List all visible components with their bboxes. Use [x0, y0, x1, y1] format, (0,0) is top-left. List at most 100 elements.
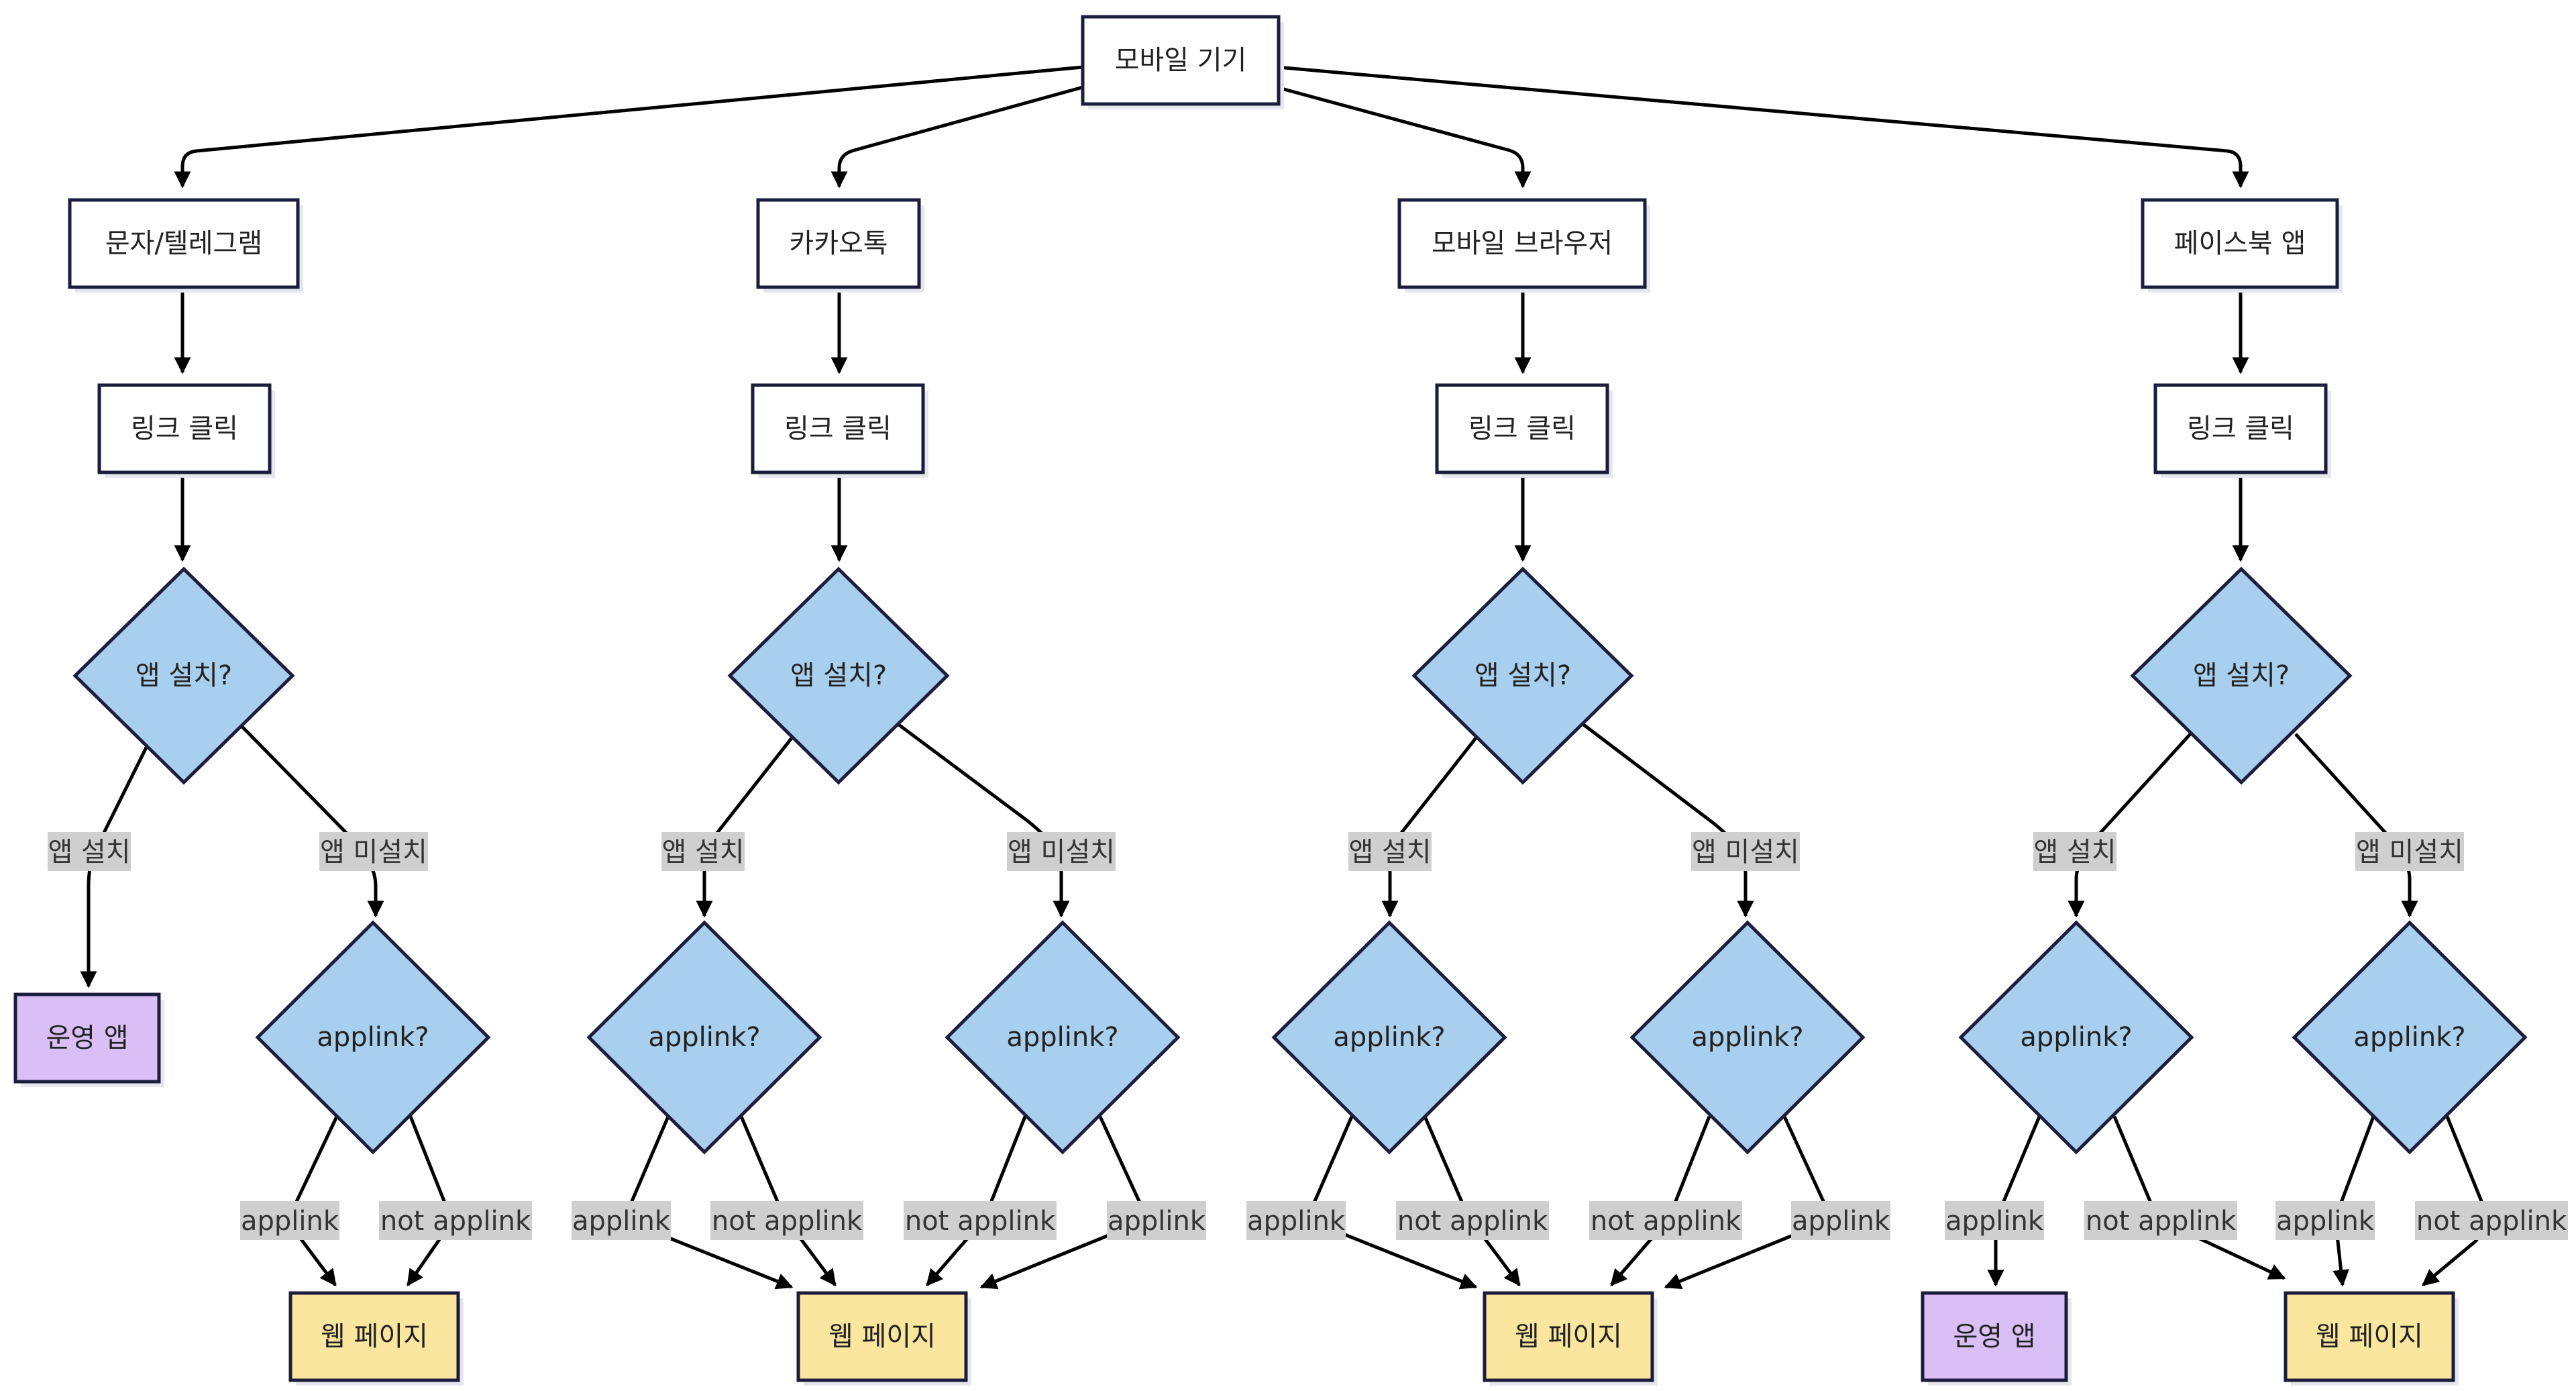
decision-app-installed: 앱 설치?: [1411, 566, 1634, 785]
edge-label-text: applink: [572, 1206, 671, 1237]
node-label: applink?: [1691, 1022, 1803, 1053]
edge-label-text: 앱 설치: [1348, 837, 1431, 868]
edge-install2-not-installed: [896, 721, 1070, 918]
node-label: applink?: [2020, 1022, 2132, 1053]
node-label: 모바일 브라우저: [1432, 228, 1613, 259]
node-link-click: 링크 클릭: [751, 383, 928, 478]
edge-label-text: 앱 설치: [48, 837, 130, 868]
node-label: 운영 앱: [46, 1023, 128, 1053]
decision-applink: applink?: [586, 920, 822, 1155]
node-label: 링크 클릭: [2187, 413, 2294, 444]
edge-label-text: not applink: [712, 1206, 863, 1237]
edge-label-text: not applink: [2086, 1206, 2237, 1237]
edge-install2-installed: [696, 737, 793, 918]
decision-applink: applink?: [255, 920, 491, 1155]
edge-label-not-applink: not applink: [2415, 1201, 2568, 1240]
node-kakaotalk: 카카오톡: [756, 198, 924, 293]
node-label: 앱 설치?: [790, 660, 887, 691]
edge-applink2b-not-applink: [926, 1116, 1027, 1286]
edge-label-text: not applink: [2416, 1206, 2567, 1237]
edge-label-applink: applink: [240, 1201, 339, 1240]
edge-label-text: 앱 미설치: [1008, 837, 1115, 868]
edge-applink4a-applink: [1987, 1116, 2041, 1287]
node-web-page: 웹 페이지: [288, 1291, 464, 1386]
decision-applink: applink?: [945, 920, 1181, 1155]
edge-label-text: 앱 설치: [661, 837, 744, 868]
node-label: 웹 페이지: [828, 1321, 936, 1352]
edge-applink4b-applink: [2332, 1116, 2375, 1287]
edge-label-text: not applink: [380, 1206, 531, 1237]
edge-install1-not-installed: [240, 725, 384, 918]
node-mobile-browser: 모바일 브라우저: [1397, 198, 1650, 293]
edge-label-not-applink: not applink: [2084, 1201, 2237, 1240]
edge-root-to-browser: [1276, 85, 1532, 189]
node-label: applink?: [317, 1022, 429, 1053]
node-label: 링크 클릭: [784, 413, 892, 444]
node-facebook-app: 페이스북 앱: [2141, 198, 2343, 293]
decision-app-installed: 앱 설치?: [727, 566, 950, 785]
edge-label-text: applink: [1108, 1206, 1206, 1237]
edge-label-not-installed: 앱 미설치: [1691, 832, 1800, 871]
edge-label-text: applink: [1247, 1206, 1346, 1237]
decision-app-installed: 앱 설치?: [72, 566, 295, 785]
edge-applink3b-not-applink: [1610, 1116, 1711, 1286]
node-label: 페이스북 앱: [2174, 228, 2306, 259]
decision-applink: applink?: [1629, 920, 1866, 1155]
node-label: 모바일 기기: [1115, 45, 1247, 76]
edge-label-installed: 앱 설치: [1348, 832, 1432, 871]
node-label: 문자/텔레그램: [105, 228, 262, 259]
edge-label-not-applink: not applink: [1589, 1201, 1742, 1240]
node-label: applink?: [1006, 1022, 1118, 1053]
edge-root-to-facebook: [1276, 65, 2249, 189]
node-mobile-device: 모바일 기기: [1081, 15, 1284, 109]
edge-root-to-kakao: [830, 85, 1083, 189]
edge-applink4a-not-applink: [2112, 1116, 2286, 1280]
node-label: 카카오톡: [789, 228, 888, 259]
node-operating-app: 운영 앱: [13, 992, 164, 1087]
node-label: 앱 설치?: [2193, 660, 2290, 691]
edge-label-applink: applink: [1791, 1201, 1890, 1240]
node-label: 웹 페이지: [2316, 1321, 2423, 1352]
edge-label-not-installed: 앱 미설치: [319, 832, 428, 871]
node-label: 링크 클릭: [1468, 413, 1576, 444]
edge-applink1-applink: [290, 1115, 339, 1286]
edge-install3-installed: [1381, 737, 1477, 918]
node-operating-app: 운영 앱: [1921, 1291, 2072, 1386]
edge-label-applink: applink: [1107, 1201, 1206, 1240]
node-label: applink?: [1333, 1022, 1445, 1053]
decision-applink: applink?: [1271, 920, 1507, 1155]
node-label: 웹 페이지: [321, 1321, 428, 1352]
decision-applink: applink?: [1958, 920, 2194, 1155]
edge-label-not-installed: 앱 미설치: [1007, 832, 1116, 871]
node-label: 링크 클릭: [131, 413, 238, 444]
edge-label-applink: applink: [2275, 1201, 2375, 1240]
edge-label-applink: applink: [1246, 1201, 1346, 1240]
node-label: 웹 페이지: [1515, 1321, 1622, 1352]
node-label: 앱 설치?: [1474, 660, 1571, 691]
edge-label-text: 앱 미설치: [2356, 837, 2463, 868]
edge-label-text: applink: [1792, 1206, 1890, 1237]
edge-label-not-applink: not applink: [1396, 1201, 1549, 1240]
edge-install3-not-installed: [1580, 722, 1754, 918]
edge-label-text: 앱 설치: [2033, 837, 2116, 868]
edge-install4-installed: [2068, 733, 2192, 918]
edge-root-to-sms: [174, 65, 1083, 189]
node-link-click: 링크 클릭: [97, 383, 275, 478]
edge-label-not-installed: 앱 미설치: [2355, 832, 2464, 871]
edge-label-not-applink: not applink: [904, 1201, 1057, 1240]
edge-label-installed: 앱 설치: [661, 832, 745, 871]
node-sms-telegram: 문자/텔레그램: [68, 198, 303, 293]
edge-applink4b-not-applink: [2422, 1116, 2488, 1286]
node-label: applink?: [2353, 1022, 2465, 1053]
edge-label-text: not applink: [905, 1206, 1056, 1237]
node-web-page: 웹 페이지: [1483, 1291, 1658, 1386]
edge-install4-not-installed: [2294, 733, 2418, 918]
edge-label-applink: applink: [1945, 1201, 2044, 1240]
decision-applink: applink?: [2292, 920, 2528, 1155]
node-label: applink?: [648, 1022, 760, 1053]
edge-applink1-not-applink: [406, 1116, 451, 1287]
edge-label-not-applink: not applink: [379, 1201, 532, 1240]
edge-label-installed: 앱 설치: [2033, 832, 2116, 871]
edge-label-text: applink: [2276, 1206, 2375, 1237]
